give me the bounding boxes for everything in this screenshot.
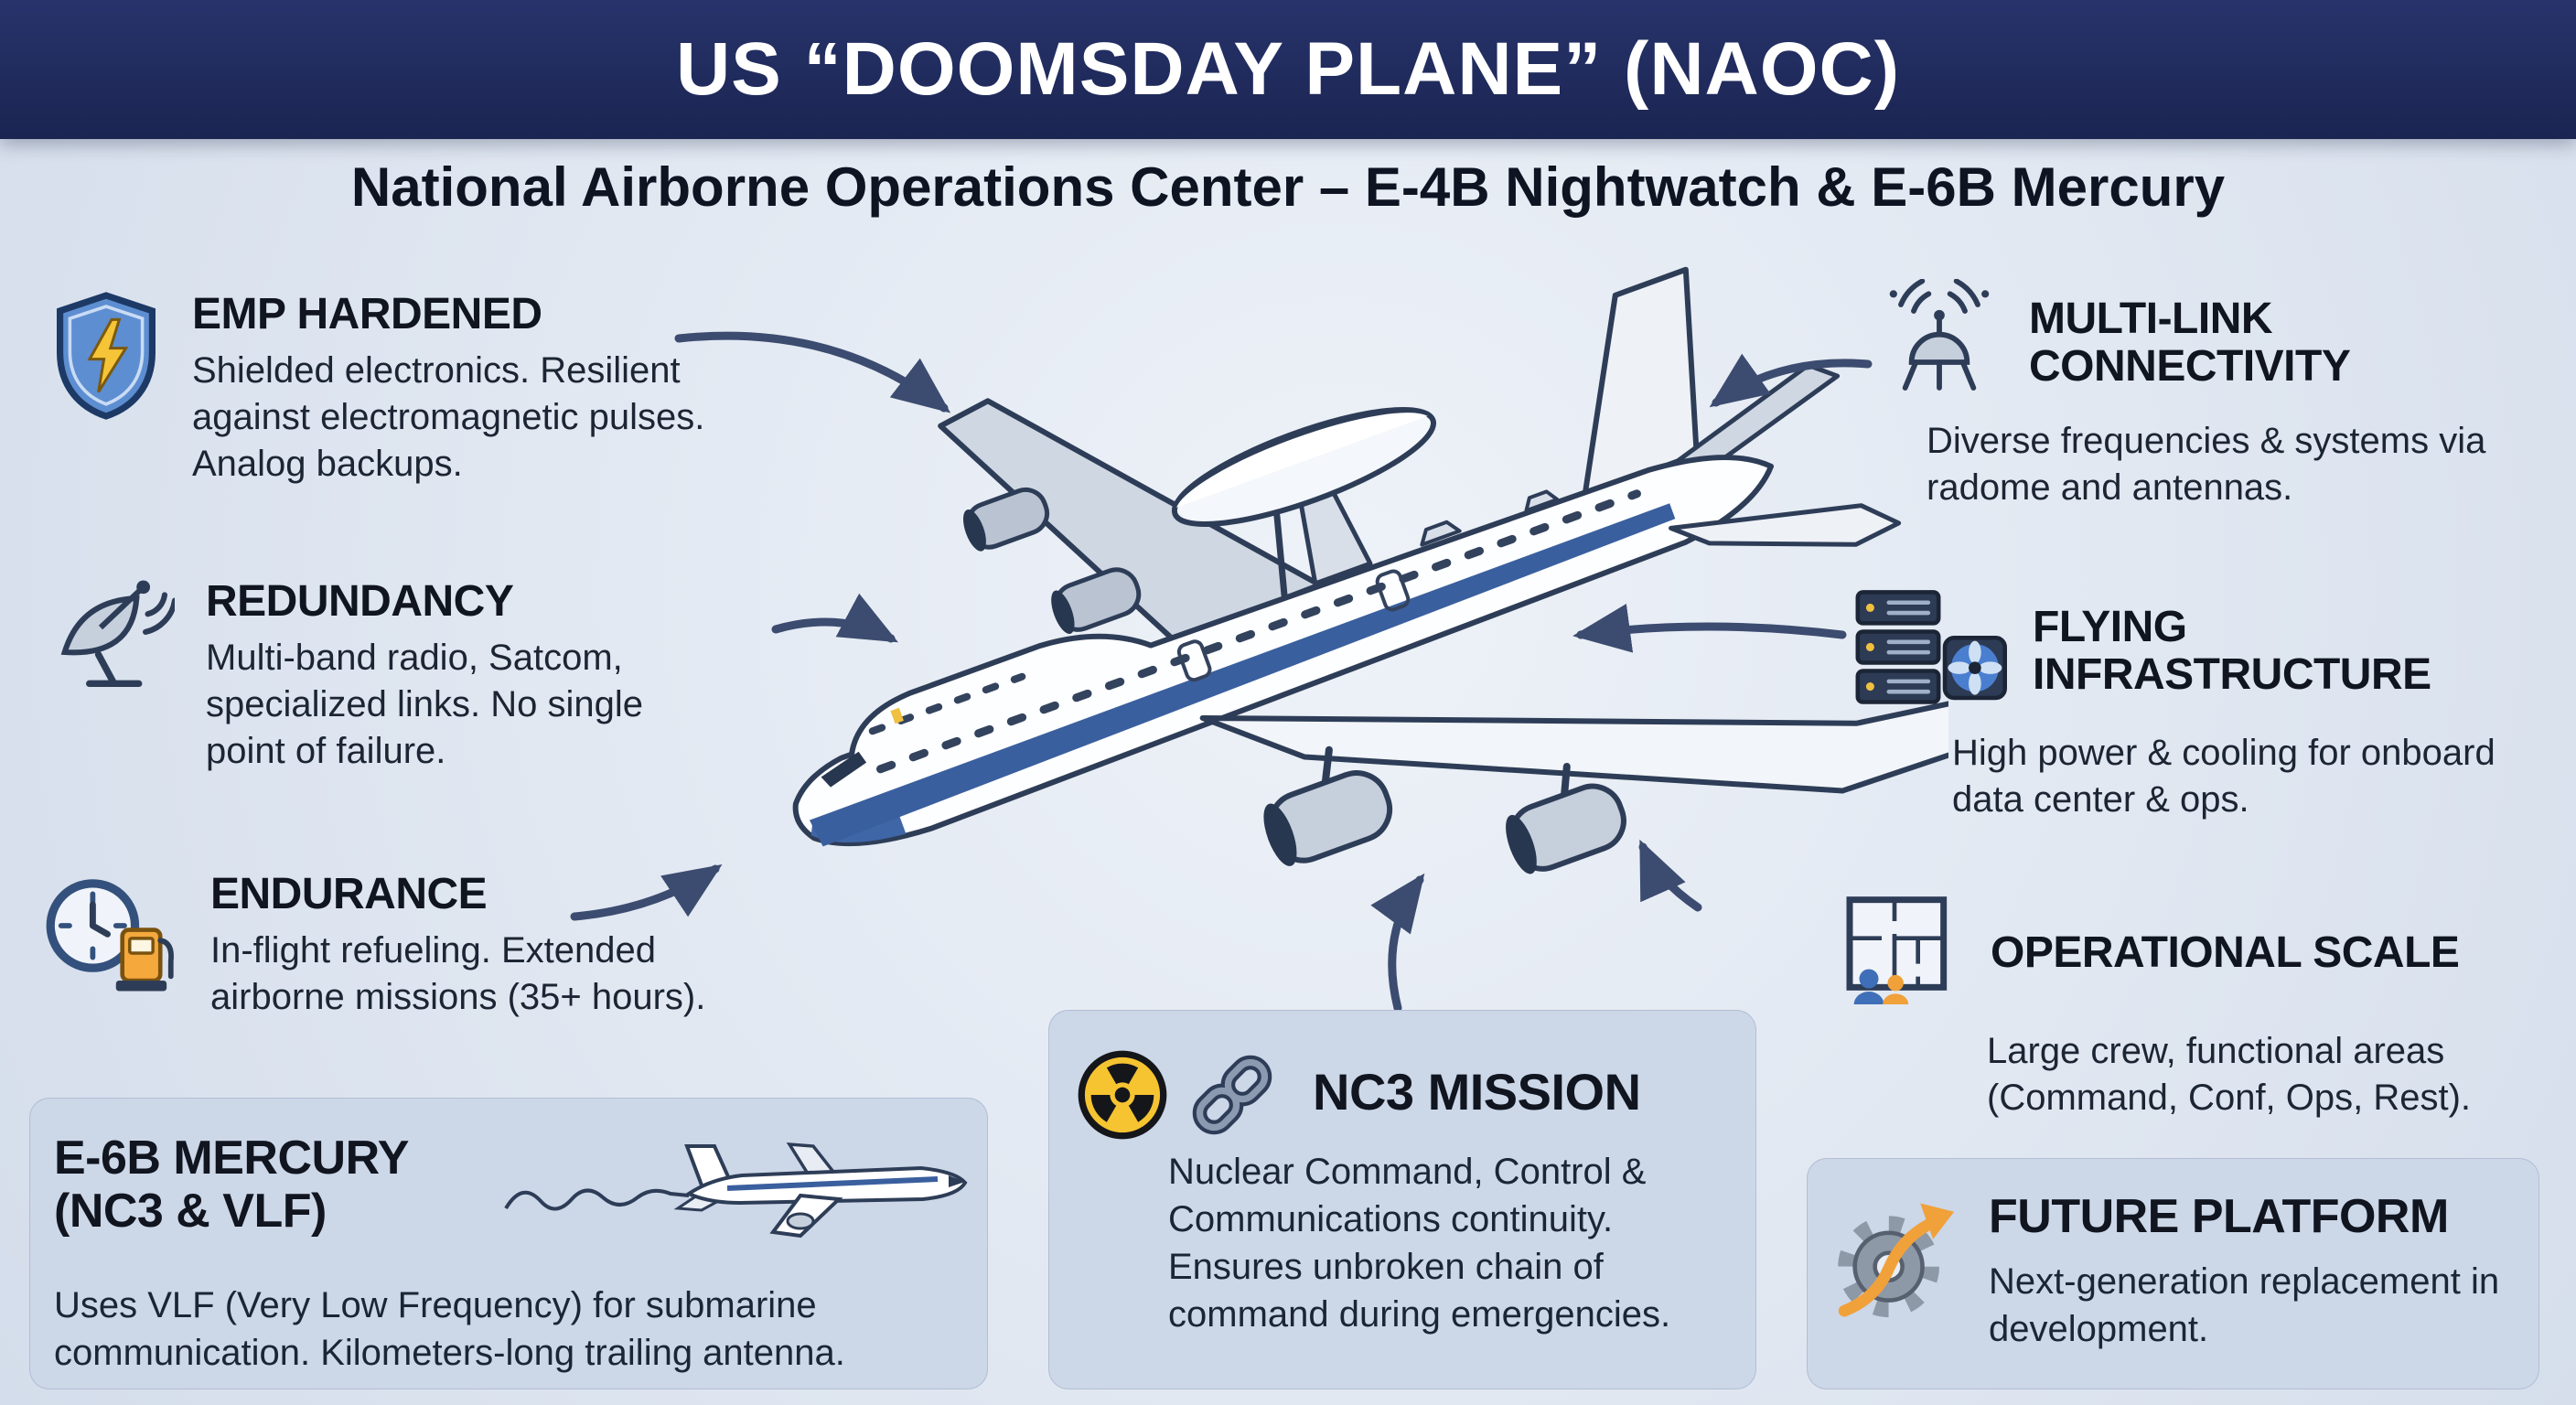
future-heading: FUTURE PLATFORM: [1989, 1190, 2449, 1243]
chain-link-icon: [1185, 1047, 1280, 1142]
satellite-dish-icon: [51, 578, 175, 702]
feature-body: High power & cooling for onboard data ce…: [1952, 733, 2496, 820]
clock-fuel-icon: [42, 871, 179, 1008]
mercury-heading: E-6B MERCURY (NC3 & VLF): [54, 1132, 408, 1239]
feature-heading: ENDURANCE: [210, 870, 488, 918]
feature-body: Large crew, functional areas (Command, C…: [1987, 1031, 2472, 1119]
page-title: US “DOOMSDAY PLANE” (NAOC): [675, 27, 1901, 111]
title-banner: US “DOOMSDAY PLANE” (NAOC): [0, 0, 2576, 139]
future-platform-box: FUTURE PLATFORM Next-generation replacem…: [1807, 1158, 2539, 1389]
feature-emp-hardened: EMP HARDENED Shielded electronics. Resil…: [51, 291, 778, 488]
shield-lightning-icon: [51, 291, 161, 421]
gear-arrow-icon: [1830, 1186, 1967, 1324]
feature-flying-infrastructure: FLYING INFRASTRUCTURE High power & cooli…: [1852, 584, 2519, 823]
feature-heading: MULTI-LINK CONNECTIVITY: [2029, 295, 2351, 391]
feature-redundancy: REDUNDANCY Multi-band radio, Satcom, spe…: [51, 578, 727, 775]
future-body: Next-generation replacement in developme…: [1989, 1261, 2500, 1349]
feature-heading: REDUNDANCY: [206, 577, 514, 626]
feature-heading: FLYING INFRASTRUCTURE: [2033, 603, 2431, 699]
feature-body: Multi-band radio, Satcom, specialized li…: [206, 637, 644, 772]
nc3-heading: NC3 MISSION: [1313, 1063, 1641, 1121]
e6b-mercury-plane-icon: [499, 1121, 974, 1262]
nc3-body: Nuclear Command, Control & Communication…: [1168, 1152, 1671, 1335]
feature-operational-scale: OPERATIONAL SCALE Large crew, functional…: [1837, 889, 2554, 1121]
feature-body: In-flight refueling. Extended airborne m…: [210, 929, 706, 1018]
feature-heading: EMP HARDENED: [192, 290, 542, 338]
floorplan-icon: [1837, 889, 1965, 1017]
mercury-body: Uses VLF (Very Low Frequency) for submar…: [54, 1285, 845, 1373]
radiation-icon: [1075, 1047, 1170, 1142]
server-fan-icon: [1852, 584, 2007, 719]
feature-body: Shielded electronics. Resilient against …: [192, 349, 705, 485]
feature-heading: OPERATIONAL SCALE: [1991, 928, 2460, 978]
page-subtitle: National Airborne Operations Center – E-…: [350, 156, 2226, 218]
nc3-box: NC3 MISSION Nuclear Command, Control & C…: [1048, 1010, 1756, 1389]
feature-body: Diverse frequencies & systems via radome…: [1927, 421, 2486, 509]
feature-multi-link-connectivity: MULTI-LINK CONNECTIVITY Diverse frequenc…: [1875, 279, 2521, 511]
antenna-dome-icon: [1875, 279, 2003, 407]
mercury-box: E-6B MERCURY (NC3 & VLF) Uses VLF (Very …: [29, 1098, 988, 1389]
e4b-nightwatch-aircraft: [668, 229, 1948, 1107]
feature-endurance: ENDURANCE In-flight refueling. Extended …: [42, 871, 796, 1021]
